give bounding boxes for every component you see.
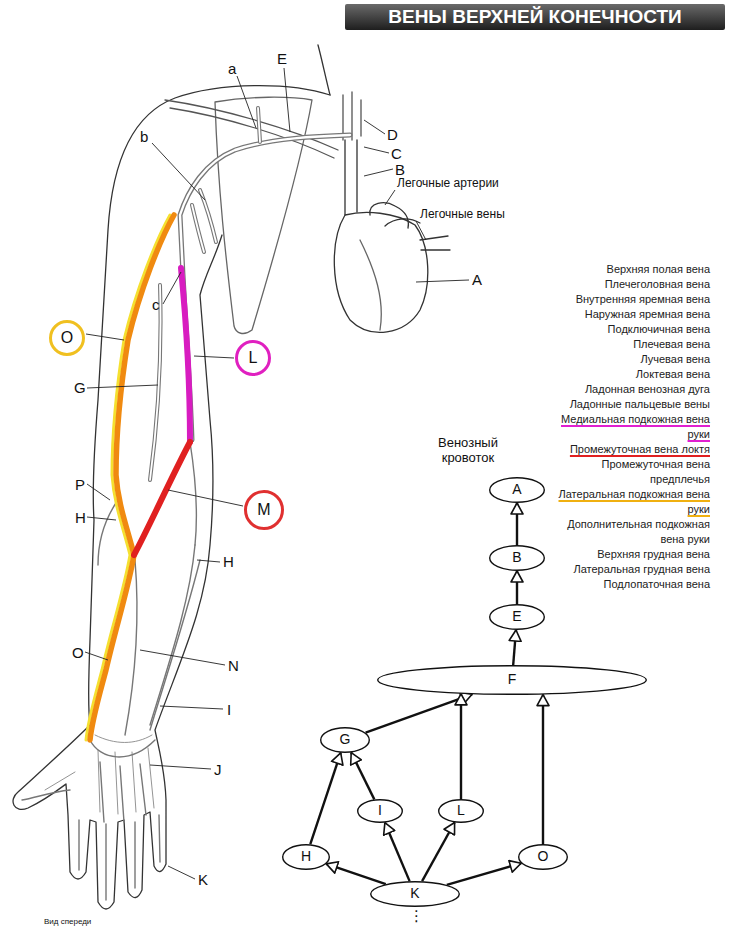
- vein-name: Внутренняя яремная вена: [548, 292, 710, 307]
- callout-letter: I: [227, 701, 231, 718]
- vein-name: Латеральная грудная вена: [548, 562, 710, 577]
- vein-name-list: Верхняя полая венаПлечеголовная венаВнут…: [548, 262, 710, 592]
- node-ellipse: [51, 322, 84, 355]
- vein-name: Ладонные пальцевые вены: [548, 397, 710, 412]
- view-caption: Вид спереди: [44, 917, 91, 926]
- callout-letter: E: [277, 50, 287, 67]
- callout-letter: C: [391, 145, 402, 162]
- flow-arrow: [516, 503, 518, 545]
- node-ellipse: [490, 478, 545, 503]
- callout-circle: L: [235, 340, 271, 376]
- flow-arrow: [422, 823, 455, 882]
- callout-letter: c: [152, 296, 160, 313]
- callout-letter: b: [140, 128, 148, 145]
- flow-oval: L: [438, 799, 484, 823]
- flow-arrow: [351, 753, 374, 800]
- node-ellipse: [519, 845, 568, 870]
- vein-name: Подлопаточная вена: [548, 577, 710, 592]
- callout-letter: B: [395, 161, 405, 178]
- node-text: O: [538, 849, 549, 864]
- callout-letter: J: [214, 761, 222, 778]
- flow-arrow: [542, 695, 544, 844]
- flow-oval: I: [357, 799, 403, 823]
- callout-letter: N: [228, 657, 239, 674]
- node-text: F: [508, 672, 517, 687]
- flow-arrow: [326, 864, 386, 884]
- vein-name: Подключичная вена: [548, 322, 710, 337]
- node-text: A: [512, 482, 521, 497]
- node-ellipse: [490, 605, 545, 630]
- node-text: B: [512, 550, 521, 565]
- continuation-dots: ⋮: [409, 908, 424, 925]
- callout-letter: D: [387, 126, 398, 143]
- flow-arrow: [385, 823, 410, 881]
- callout-letter: a: [228, 60, 236, 77]
- node-text: L: [457, 803, 465, 818]
- flow-heading: Венозный кровоток: [426, 436, 510, 466]
- callout-letter: P: [75, 476, 85, 493]
- flow-oval: O: [518, 844, 568, 870]
- node-ellipse: [321, 728, 370, 753]
- node-ellipse: [490, 546, 545, 571]
- callout-letter: G: [74, 379, 86, 396]
- callout-circle: M: [244, 490, 284, 530]
- flow-arrow: [513, 630, 516, 665]
- vein-name: Локтевая вена: [548, 367, 710, 382]
- callout-letter: O: [72, 644, 84, 661]
- vein-name: Лучевая вена: [548, 352, 710, 367]
- flow-arrow: [447, 863, 521, 885]
- flow-oval: B: [489, 545, 545, 571]
- callout-circle: O: [49, 320, 85, 356]
- node-ellipse: [371, 882, 460, 907]
- flow-oval: G: [320, 727, 370, 753]
- node-ellipse: [378, 666, 647, 695]
- flow-arrow: [460, 694, 462, 799]
- anatomy-label: Легочные артерии: [397, 177, 499, 191]
- flow-oval: E: [489, 604, 545, 630]
- flow-arrow: [366, 694, 473, 732]
- node-ellipse: [439, 800, 484, 823]
- vein-name: Медиальная подкожная вена руки: [548, 412, 710, 442]
- node-text: O: [61, 329, 73, 347]
- vein-name: Дополнительная подкожная вена руки: [548, 517, 710, 547]
- vein-name: Плечеголовная вена: [548, 277, 710, 292]
- anatomy-label: Легочные вены: [420, 208, 505, 222]
- flow-arrow: [310, 753, 340, 844]
- vein-name: Ладонная венозная дуга: [548, 382, 710, 397]
- flow-oval: H: [282, 844, 330, 870]
- node-ellipse: [283, 845, 330, 870]
- node-text: G: [340, 732, 351, 747]
- vein-name: Промежуточная вена предплечья: [548, 457, 710, 487]
- callout-letter: K: [198, 871, 208, 888]
- flow-arrow: [516, 571, 518, 604]
- callout-letter: A: [472, 271, 482, 288]
- vein-name: Промежуточная вена локтя: [548, 442, 710, 457]
- vein-name: Латеральная подкожная вена руки: [548, 487, 710, 517]
- node-text: E: [512, 609, 521, 624]
- node-ellipse: [358, 800, 403, 823]
- flow-oval: A: [489, 477, 545, 503]
- callout-letter: H: [223, 553, 234, 570]
- node-ellipse: [237, 342, 270, 375]
- vein-name: Верхняя полая вена: [548, 262, 710, 277]
- node-text: M: [257, 501, 270, 519]
- node-text: L: [249, 349, 258, 367]
- title-banner: ВЕНЫ ВЕРХНЕЙ КОНЕЧНОСТИ: [345, 4, 725, 30]
- node-ellipse: [246, 492, 283, 529]
- flow-oval: F: [377, 665, 647, 695]
- callout-letter: H: [75, 509, 86, 526]
- vein-name: Плечевая вена: [548, 337, 710, 352]
- vein-name: Наружная яремная вена: [548, 307, 710, 322]
- node-text: K: [410, 886, 419, 901]
- node-text: H: [301, 849, 311, 864]
- flow-oval: K: [370, 881, 460, 907]
- node-text: I: [378, 803, 382, 818]
- vein-name: Верхняя грудная вена: [548, 547, 710, 562]
